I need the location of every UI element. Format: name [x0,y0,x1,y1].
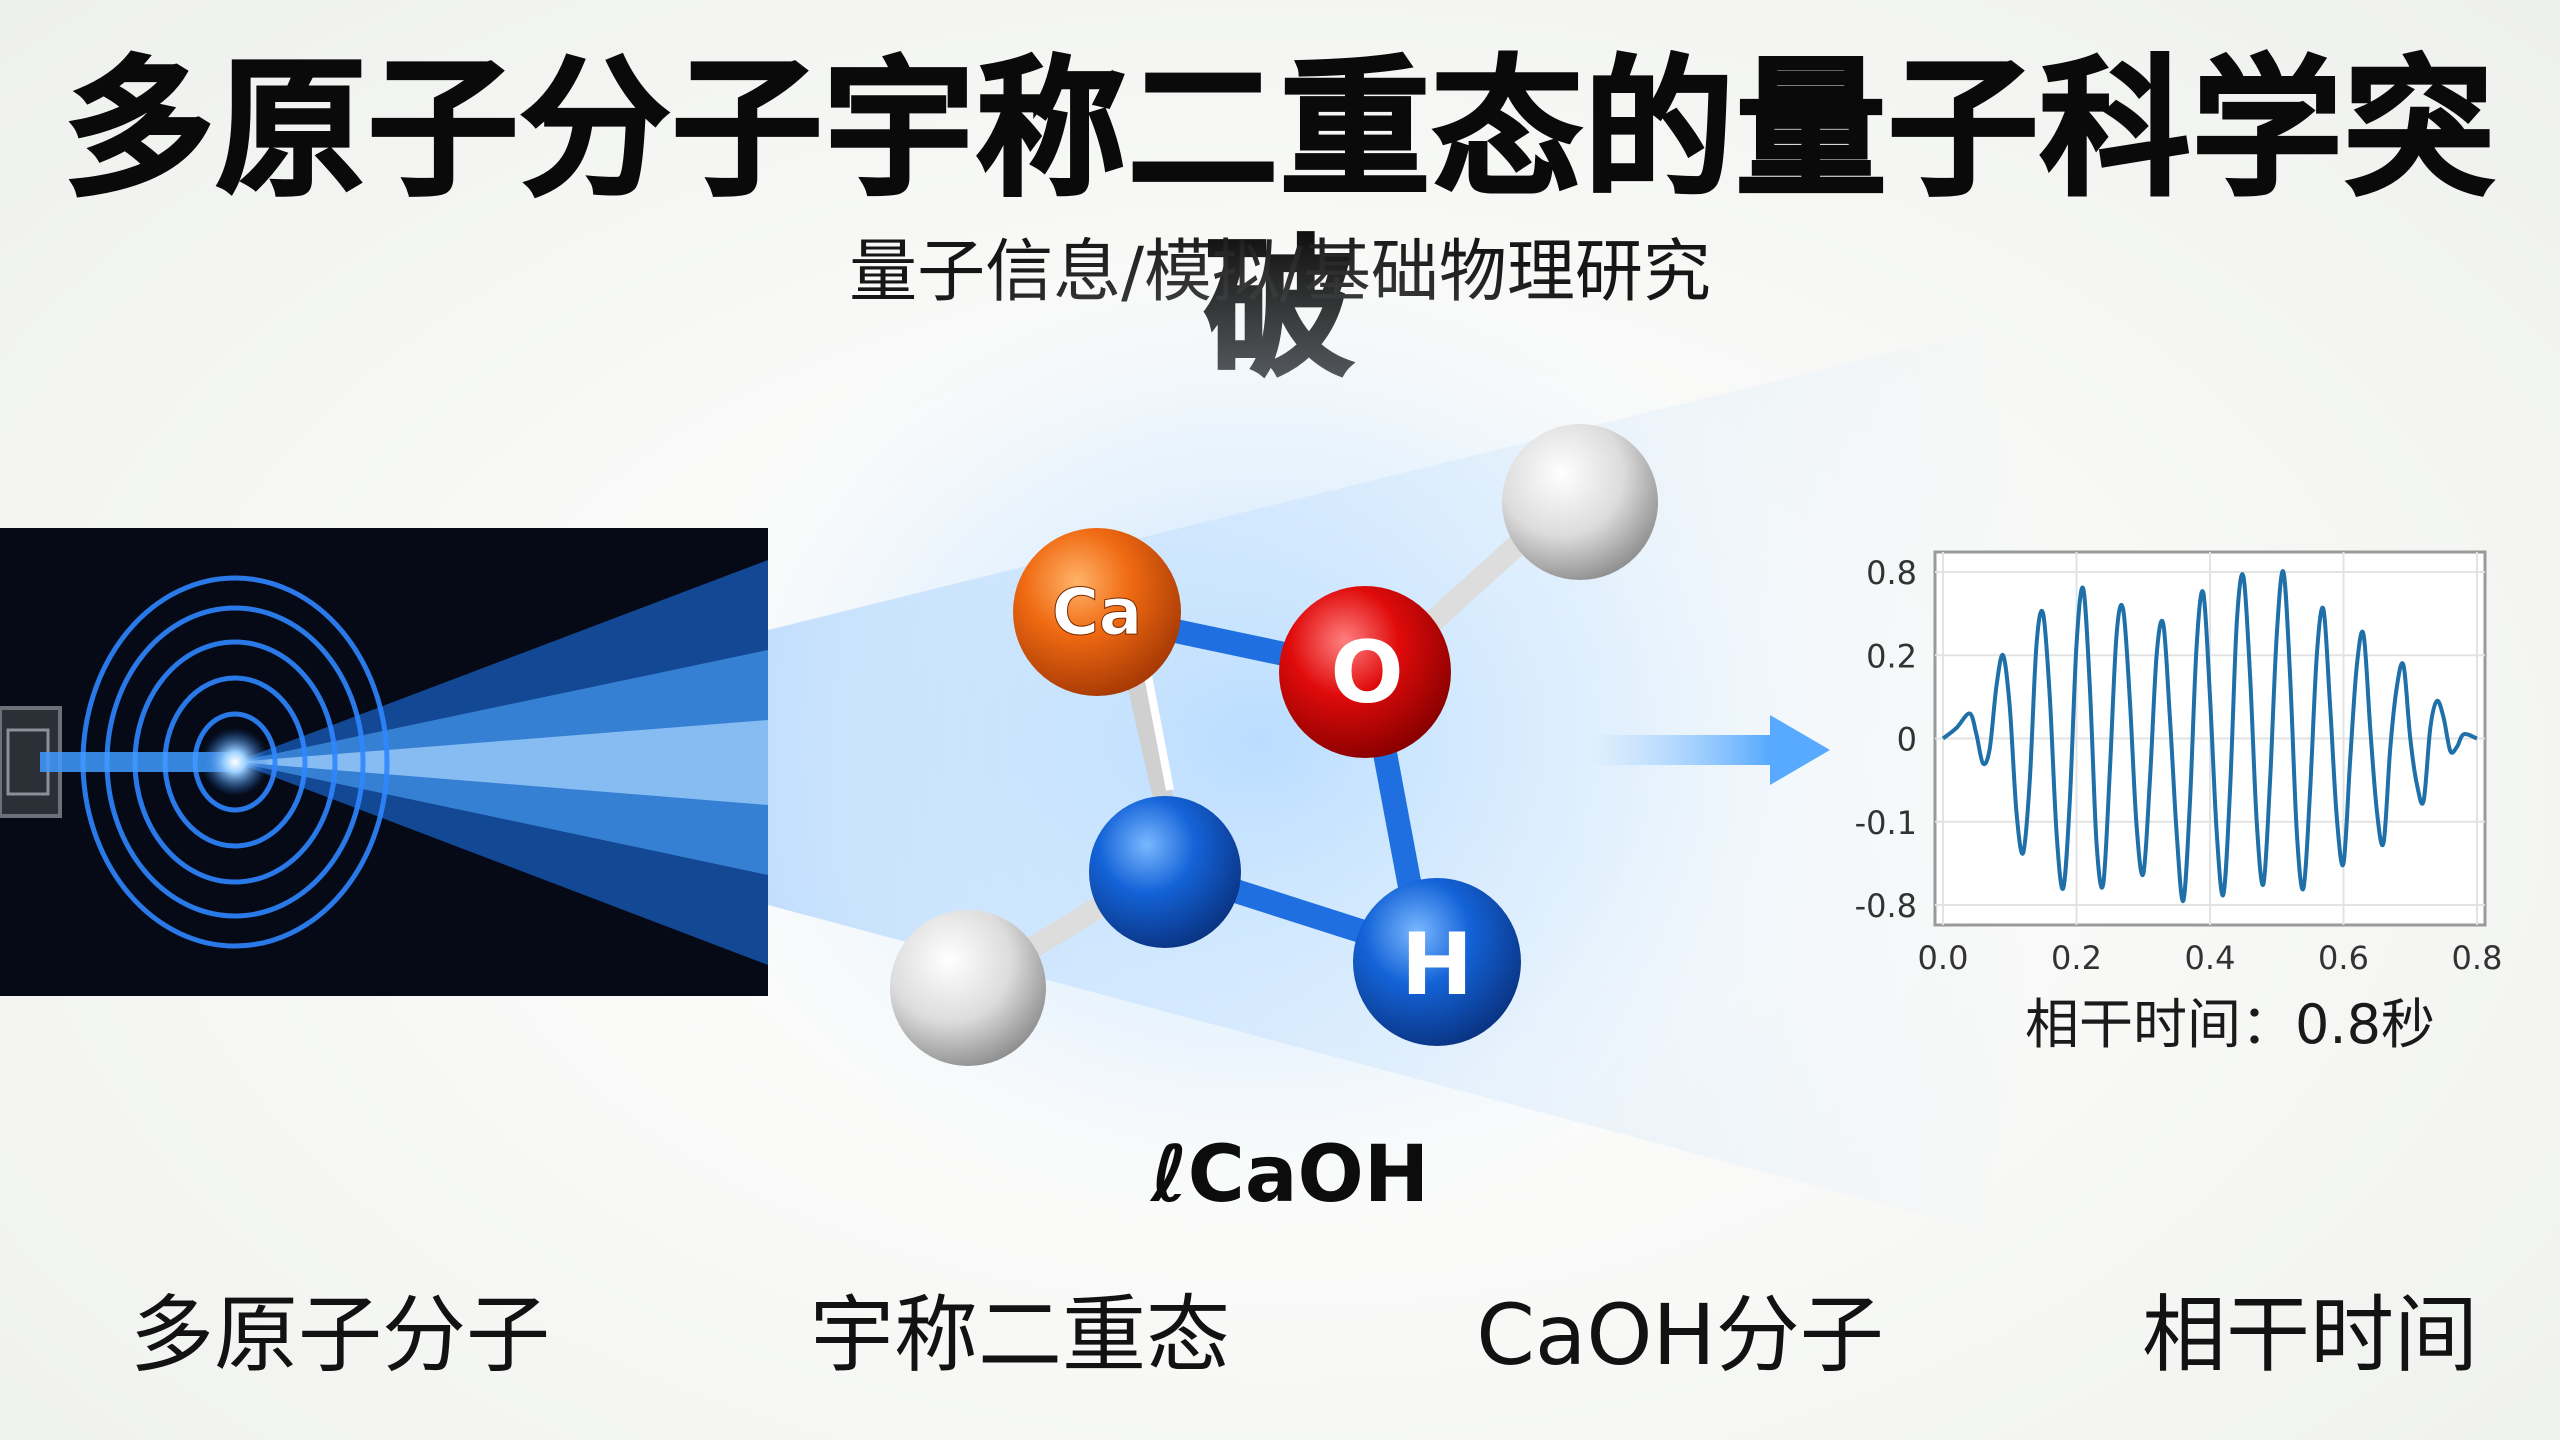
chart-x-tick-label: 0.8 [2452,939,2503,977]
chart-series-line [1941,569,2478,903]
chart-x-axis: 0.0 0.2 0.4 0.6 0.8 [1918,939,2503,977]
h-atom-label: H [1401,915,1473,1015]
chart-x-tick-label: 0.4 [2185,939,2236,977]
ca-sphere [1013,528,1181,696]
chart-y-tick-label: 0.2 [1866,637,1917,675]
chart-y-axis: 0.8 0.2 0 -0.1 -0.8 [1855,554,1917,925]
hydrogen-sphere-bottom [890,910,1046,1066]
chart-x-tick-label: 0.6 [2318,939,2369,977]
chart-x-tick-label: 0.0 [1918,939,1969,977]
chart-x-tick-label: 0.2 [2051,939,2102,977]
arrow-right-icon [1590,715,1830,785]
chart-y-tick-label: 0.8 [1866,554,1917,592]
chart-y-tick-label: -0.8 [1855,887,1917,925]
hydrogen-sphere-top [1502,424,1658,580]
h-sphere [1353,878,1521,1046]
coherence-chart: 0.8 0.2 0 -0.1 -0.8 0.0 0.2 0.4 0.6 0.8 [1855,550,2503,977]
chart-y-tick-label: -0.1 [1855,804,1917,842]
ca-atom-label: Ca [1052,576,1142,650]
caoh-molecule: Ca O H [890,424,1658,1066]
o-atom-label: O [1330,623,1403,723]
footer-label-caoh: CaOH分子 [1476,1286,1884,1384]
footer-label-coherence: 相干时间 [2141,1286,2478,1384]
footer-label-parity-doublet: 宇称二重态 [809,1286,1230,1384]
molecule-formula-label: ℓCaOH [1150,1130,1430,1220]
blue-sphere [1089,796,1241,948]
o-sphere [1279,586,1451,758]
coherence-time-label: 相干时间：0.8秒 [2025,993,2435,1056]
laser-source-panel [0,528,768,996]
footer-label-polyatomic: 多原子分子 [129,1286,550,1384]
chart-y-tick-label: 0 [1897,721,1917,759]
